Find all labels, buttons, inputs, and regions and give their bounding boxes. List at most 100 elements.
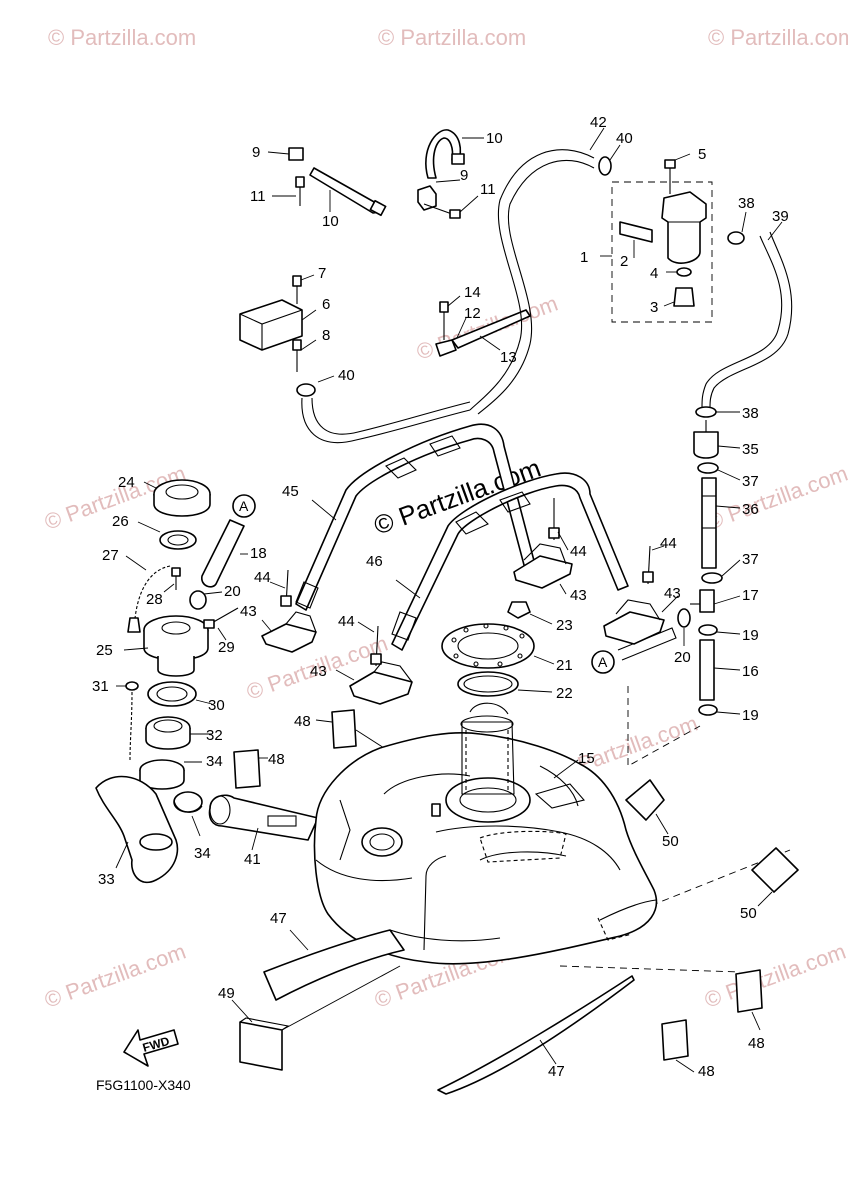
callout-21: 21 — [556, 657, 573, 674]
callout-15: 15 — [578, 750, 595, 767]
callout-42: 42 — [590, 114, 607, 131]
clamp-34-lower — [173, 791, 203, 837]
callout-11b: 11 — [480, 181, 496, 198]
clamp-37-upper — [697, 462, 741, 481]
clamp-34-upper — [139, 759, 202, 790]
rivet-11-right — [423, 195, 479, 219]
gasket-22 — [457, 671, 553, 697]
callout-4: 4 — [650, 265, 658, 282]
vent-hose — [301, 397, 471, 444]
ref-hose-a-right: A — [591, 627, 677, 674]
pad-48-left — [233, 749, 268, 789]
callout-25: 25 — [96, 642, 113, 659]
fwd-label: FWD — [141, 1034, 171, 1055]
callout-48d: 48 — [748, 1035, 765, 1052]
ref-marker-a: A — [239, 498, 249, 514]
callout-26: 26 — [112, 513, 129, 530]
washer-31 — [116, 681, 139, 761]
cap-24 — [143, 479, 211, 517]
cable-tie-10-right — [425, 129, 484, 179]
callout-50a: 50 — [662, 833, 679, 850]
pad-50-lower — [751, 847, 799, 907]
rivet-14 — [439, 295, 461, 340]
callout-41: 41 — [244, 851, 261, 868]
callout-37b: 37 — [742, 551, 759, 568]
callout-22: 22 — [556, 685, 573, 702]
clip-9-left — [267, 147, 304, 161]
hose-33 — [95, 775, 179, 884]
callout-18: 18 — [250, 545, 267, 562]
hose-18: A — [201, 494, 256, 588]
rivet-44-left — [269, 569, 292, 607]
callout-19b: 19 — [742, 707, 759, 724]
pipe-41 — [208, 794, 319, 851]
callout-44d: 44 — [660, 535, 677, 552]
callout-8: 8 — [322, 327, 330, 344]
callout-33: 33 — [98, 871, 115, 888]
callout-32: 32 — [206, 727, 223, 744]
callout-47a: 47 — [270, 910, 287, 927]
leader-dash — [559, 965, 741, 973]
callout-43d: 43 — [664, 585, 681, 602]
callout-39: 39 — [772, 208, 789, 225]
rivet-44-center — [548, 498, 569, 551]
callout-45: 45 — [282, 483, 299, 500]
callout-43a: 43 — [240, 603, 257, 620]
fuel-tank-15 — [313, 702, 658, 965]
hose-39 — [701, 221, 793, 409]
callout-29: 29 — [218, 639, 235, 656]
callout-3: 3 — [650, 299, 658, 316]
strap-46 — [391, 472, 629, 651]
fwd-arrow-icon: FWD — [123, 1029, 179, 1067]
hose-36 — [701, 477, 741, 569]
callout-34b: 34 — [194, 845, 211, 862]
callout-34a: 34 — [206, 753, 223, 770]
bracket-43-mid — [335, 661, 413, 705]
clamp-20-right — [677, 608, 691, 646]
screw-28 — [163, 567, 181, 593]
callout-38a: 38 — [738, 195, 755, 212]
cable-tie-10-left — [309, 167, 387, 217]
watermark: © Partzilla.com — [703, 461, 848, 535]
watermark: © Partzilla.com — [701, 939, 848, 1013]
pad-48-top — [315, 709, 385, 749]
rivet-8 — [292, 339, 317, 372]
diagram-code: F5G1100-X340 — [96, 1077, 191, 1093]
strip-47-right — [437, 975, 635, 1095]
clamp-19-upper — [698, 624, 741, 636]
callout-40b: 40 — [616, 130, 633, 147]
rivet-44-right — [642, 545, 665, 585]
flange-21 — [441, 623, 555, 669]
clamp-40-upper — [598, 144, 621, 176]
callout-43c: 43 — [570, 587, 587, 604]
hose-42 — [469, 127, 605, 415]
cable-tie-13 — [451, 309, 531, 351]
callout-48b: 48 — [268, 751, 285, 768]
bolt-29 — [203, 607, 239, 641]
chain-27 — [125, 555, 171, 633]
callout-36: 36 — [742, 501, 759, 518]
callout-6: 6 — [322, 296, 330, 313]
callout-20b: 20 — [674, 649, 691, 666]
callout-10a: 10 — [486, 130, 503, 147]
pad-48-bottom — [661, 1019, 695, 1073]
ring-32 — [145, 716, 212, 750]
rivet-11-left — [272, 176, 305, 206]
clip-9-right — [417, 179, 461, 211]
callout-11a: 11 — [250, 188, 266, 205]
callout-23: 23 — [556, 617, 573, 634]
callout-24: 24 — [118, 474, 135, 491]
callout-14: 14 — [464, 284, 481, 301]
pad-48-right — [735, 969, 763, 1031]
rivet-7 — [292, 274, 315, 304]
callout-44a: 44 — [254, 569, 271, 586]
callout-10b: 10 — [322, 213, 339, 230]
callout-19a: 19 — [742, 627, 759, 644]
clamp-20-left — [189, 590, 223, 610]
callout-5: 5 — [698, 146, 706, 163]
callout-37a: 37 — [742, 473, 759, 490]
bracket-43-right — [603, 595, 679, 645]
callout-40a: 40 — [338, 367, 355, 384]
callout-9a: 9 — [252, 144, 260, 161]
